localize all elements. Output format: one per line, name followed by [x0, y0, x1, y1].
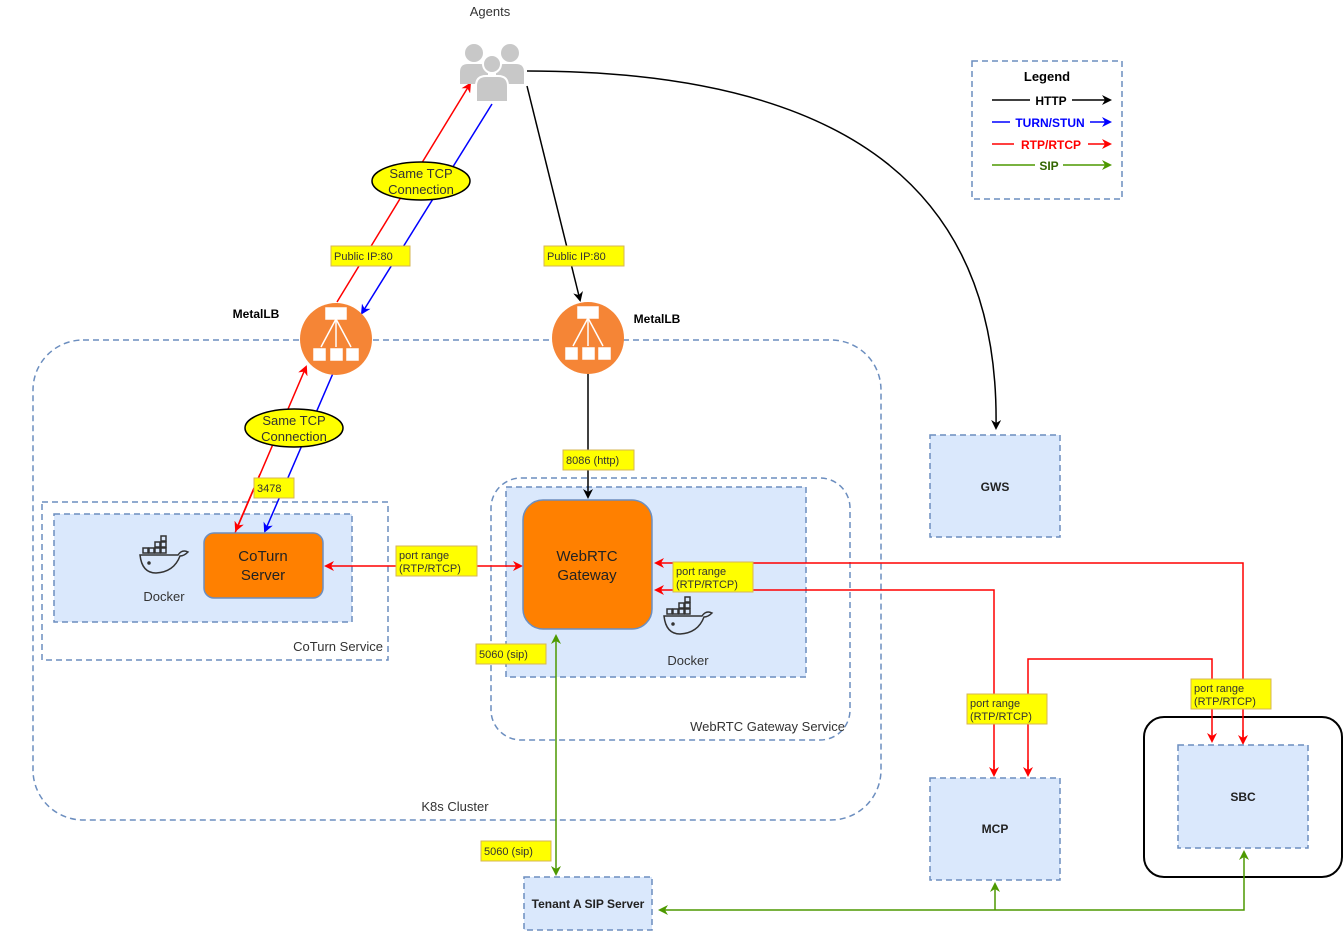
svg-text:5060 (sip): 5060 (sip) [484, 846, 533, 858]
agents-icon[interactable] [460, 44, 524, 103]
coturn-service-boundary [41, 501, 389, 661]
mcp-node[interactable]: MCP [929, 777, 1061, 881]
tag-sip-5060-server: 5060 (sip) [480, 840, 552, 862]
sip-server-label: Tenant A SIP Server [532, 897, 645, 911]
tag-port-3478: 3478 [253, 477, 295, 499]
legend-box [971, 60, 1123, 200]
coturn-server-label-line2: Server [241, 567, 285, 584]
webrtc-gateway-node[interactable]: WebRTC Gateway [522, 499, 653, 630]
tag-sip-5060-gateway: 5060 (sip) [475, 643, 547, 665]
docker-right-label: Docker [667, 653, 709, 668]
gws-label: GWS [981, 480, 1010, 494]
k8s-cluster-boundary [32, 339, 882, 821]
svg-text:port range: port range [399, 550, 449, 562]
tag-port-range-mcp: port range (RTP/RTCP) [966, 693, 1048, 725]
tag-port-range-sbc: port range (RTP/RTCP) [1190, 678, 1272, 710]
sbc-node[interactable]: SBC [1177, 744, 1309, 849]
docker-left-label: Docker [143, 589, 185, 604]
svg-text:Public IP:80: Public IP:80 [334, 251, 393, 263]
legend: Legend HTTP TURN/STUN RTP/RTCP SIP [971, 60, 1123, 200]
legend-turn-label: TURN/STUN [1015, 116, 1084, 130]
svg-text:port range: port range [970, 698, 1020, 710]
svg-text:Same TCP: Same TCP [389, 166, 452, 181]
edge-turn-metallb-coturn [263, 370, 335, 533]
tag-port-range-coturn: port range (RTP/RTCP) [395, 545, 478, 577]
metallb-left-label: MetalLB [233, 307, 280, 321]
edge-sip-sbc-sipserver [658, 850, 1249, 915]
svg-text:5060 (sip): 5060 (sip) [479, 649, 528, 661]
gws-node[interactable]: GWS [929, 434, 1061, 538]
svg-text:Connection: Connection [388, 182, 454, 197]
edge-agents-metallb-right [526, 85, 583, 302]
load-balancer-icon [313, 307, 359, 361]
edge-turn-agents-metallb [360, 103, 493, 315]
legend-rtp-label: RTP/RTCP [1021, 138, 1081, 152]
svg-text:8086 (http): 8086 (http) [566, 455, 619, 467]
mcp-label: MCP [982, 822, 1009, 836]
same-tcp-note-bottom: Same TCP Connection [244, 408, 344, 448]
docker-icon [663, 596, 714, 635]
metallb-left-node[interactable] [300, 303, 372, 375]
coturn-server-label-line1: CoTurn [238, 548, 287, 565]
webrtc-gateway-label-line2: Gateway [557, 567, 617, 584]
metallb-right-label: MetalLB [634, 312, 681, 326]
legend-sip-label: SIP [1039, 159, 1058, 173]
same-tcp-note-top: Same TCP Connection [371, 161, 471, 201]
agents-label: Agents [470, 4, 511, 19]
k8s-cluster-label: K8s Cluster [421, 799, 489, 814]
webrtc-gateway-label-line1: WebRTC [556, 548, 617, 565]
coturn-service-label: CoTurn Service [293, 639, 383, 654]
metallb-right-node[interactable] [552, 302, 624, 374]
svg-text:port range: port range [676, 566, 726, 578]
edge-agents-gws [526, 70, 1002, 430]
tag-public-ip-left: Public IP:80 [330, 245, 411, 267]
legend-title: Legend [1024, 69, 1070, 84]
legend-http-label: HTTP [1035, 94, 1066, 108]
coturn-server-node[interactable]: CoTurn Server [203, 532, 324, 599]
svg-text:port range: port range [1194, 683, 1244, 695]
webrtc-service-boundary [490, 477, 851, 741]
tag-public-ip-right: Public IP:80 [543, 245, 625, 267]
svg-text:(RTP/RTCP): (RTP/RTCP) [970, 711, 1032, 723]
sip-server-node[interactable]: Tenant A SIP Server [523, 876, 653, 931]
svg-text:(RTP/RTCP): (RTP/RTCP) [399, 563, 461, 575]
svg-text:3478: 3478 [257, 483, 281, 495]
svg-text:Connection: Connection [261, 429, 327, 444]
svg-text:Same TCP: Same TCP [262, 413, 325, 428]
load-balancer-icon [565, 306, 611, 360]
svg-text:Public IP:80: Public IP:80 [547, 251, 606, 263]
tag-port-8086: 8086 (http) [562, 449, 635, 471]
webrtc-service-label: WebRTC Gateway Service [690, 719, 845, 734]
docker-icon [139, 535, 190, 574]
svg-text:(RTP/RTCP): (RTP/RTCP) [1194, 696, 1256, 708]
tag-port-range-gateway: port range (RTP/RTCP) [672, 561, 754, 593]
sbc-label: SBC [1230, 790, 1256, 804]
svg-text:(RTP/RTCP): (RTP/RTCP) [676, 579, 738, 591]
